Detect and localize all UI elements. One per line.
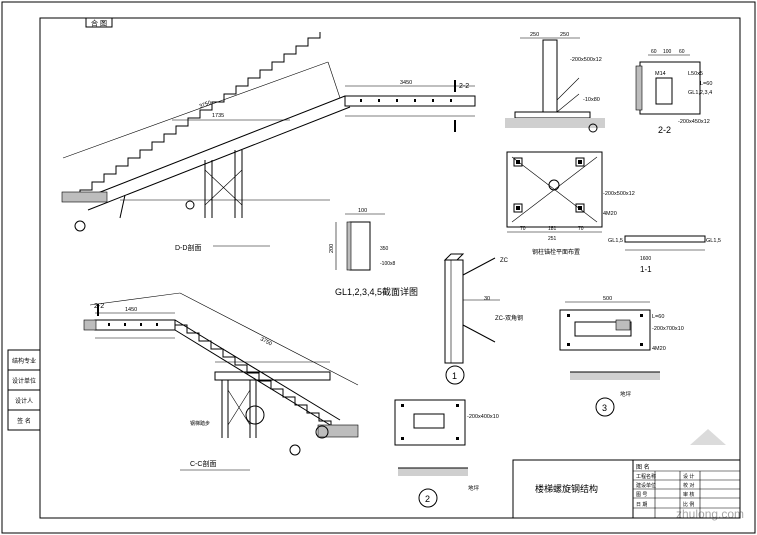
column-base-detail: 250 250 -200x500x12 -10x80 bbox=[505, 32, 605, 133]
left-strip: 结构专业 设计单位 设计人 签 名 bbox=[7, 349, 41, 431]
s22-l-note: L=60 bbox=[700, 81, 712, 87]
header-tab-label: 合 图 bbox=[91, 19, 107, 28]
section-2-2: 60 100 60 M14 L50x5 L=60 GL1,2,3,4 -200x… bbox=[635, 49, 712, 135]
detail-3: 500 L=60 -200x700x10 4M20 3 地坪 bbox=[559, 296, 684, 417]
watermark-text: zhulong.com bbox=[676, 507, 744, 521]
section-1-1: 1600 GL1,5 GL1,5 1-1 bbox=[608, 235, 721, 274]
header-tab: 合 图 bbox=[85, 17, 113, 28]
s11-gl-left: GL1,5 bbox=[608, 238, 623, 244]
s22-m14: M14 bbox=[655, 71, 666, 77]
anchor-view-label: 钢柱锚栓平面布置 bbox=[532, 248, 580, 256]
d2-plate-note: -200x400x10 bbox=[467, 414, 499, 420]
anc-plate-note: -200x500x12 bbox=[603, 191, 635, 197]
s22-l50: L50x5 bbox=[688, 71, 703, 77]
s22-dim-b: 100 bbox=[663, 49, 672, 55]
detail-2: -200x400x10 地坪 2 bbox=[394, 399, 499, 508]
gl-dim-100: 100 bbox=[358, 208, 367, 214]
anc-dim-b: 181 bbox=[548, 226, 557, 232]
tb-r2: 建设单位 bbox=[636, 482, 656, 489]
col-dim-a: 250 bbox=[530, 32, 539, 38]
d3-l-note: L=60 bbox=[652, 314, 664, 320]
d3-ground: 地坪 bbox=[620, 390, 632, 398]
d3-plate-note: -200x700x10 bbox=[652, 326, 684, 332]
anchor-plan: 70 181 70 251 -200x500x12 4M20 钢柱锚栓平面布置 bbox=[506, 151, 635, 256]
zc-label-a: ZC bbox=[500, 258, 509, 264]
s22-plate: -200x450x12 bbox=[678, 119, 710, 125]
title-block: 楼梯螺旋钢结构 图 名 工程名称 建设单位 图 号 日 期 设 计 校 对 审 … bbox=[512, 459, 741, 519]
dd-top-dim: 3450 bbox=[400, 80, 412, 86]
col-note-1: -200x500x12 bbox=[570, 57, 602, 63]
dd-section: 3750 3450 2-2 1735 bbox=[61, 32, 476, 252]
d3-bolt-note: 4M20 bbox=[652, 346, 666, 352]
s22-dim-c: 60 bbox=[679, 49, 685, 55]
cc-view-label: C-C剖面 bbox=[190, 459, 216, 468]
cc-top-dim: 1450 bbox=[125, 307, 137, 313]
dd-section-mark-top: 2-2 bbox=[459, 83, 469, 90]
anc-dim-a: 70 bbox=[520, 226, 526, 232]
gl-dim-200: 200 bbox=[329, 244, 335, 253]
detail-1-num: 1 bbox=[452, 371, 457, 381]
strip-item-2: 设计人 bbox=[15, 397, 33, 405]
cc-section-mark: 2-2 bbox=[94, 303, 104, 310]
anc-bolt-note: 4M20 bbox=[603, 211, 617, 217]
s11-gl: GL1,5 bbox=[706, 238, 721, 244]
inner-frame bbox=[39, 17, 741, 519]
anc-dim-c: 70 bbox=[578, 226, 584, 232]
tb-r0: 图 名 bbox=[636, 463, 650, 471]
gl-plate-note: -100x8 bbox=[380, 261, 396, 267]
watermark: zhulong.com bbox=[676, 429, 744, 521]
gl-view-label: GL1,2,3,4,5截面详图 bbox=[335, 286, 418, 297]
strip-item-1: 设计单位 bbox=[12, 377, 36, 385]
detail-3-num: 3 bbox=[602, 403, 607, 413]
tb-r1: 工程名称 bbox=[636, 473, 656, 480]
s22-dim-a: 60 bbox=[651, 49, 657, 55]
strip-item-3: 签 名 bbox=[17, 417, 31, 425]
cc-slope-dim: 3750 bbox=[259, 336, 273, 347]
s22-view-label: 2-2 bbox=[658, 125, 671, 135]
d3-dim-500: 500 bbox=[603, 296, 612, 302]
zc-dim-30: 30 bbox=[484, 296, 490, 302]
detail-1: ZC ZC-双角钢 30 1 bbox=[443, 253, 523, 385]
d2-ground: 地坪 bbox=[468, 484, 480, 492]
s22-gl: GL1,2,3,4 bbox=[688, 90, 712, 96]
s11-dim: 1600 bbox=[640, 256, 651, 262]
tb-c2: 校 对 bbox=[683, 482, 694, 489]
gl-section: 100 200 350 -100x8 GL1,2,3,4,5截面详图 bbox=[329, 208, 418, 297]
tb-r3: 图 号 bbox=[636, 492, 647, 498]
dd-slope-dim: 3750 bbox=[199, 100, 213, 110]
tb-r4: 日 期 bbox=[636, 502, 647, 508]
col-dim-b: 250 bbox=[560, 32, 569, 38]
dd-view-label: D-D剖面 bbox=[175, 243, 201, 252]
tb-c3: 审 核 bbox=[683, 491, 694, 498]
zc-label-b: ZC-双角钢 bbox=[495, 314, 523, 322]
gl-dim-350: 350 bbox=[380, 246, 389, 252]
tb-c4: 比 例 bbox=[683, 501, 694, 508]
col-note-2: -10x80 bbox=[583, 97, 600, 103]
tb-c1: 设 计 bbox=[683, 473, 694, 480]
detail-2-num: 2 bbox=[425, 494, 430, 504]
s11-view-label: 1-1 bbox=[640, 265, 652, 274]
cc-step-note: 钢梯踏步 bbox=[190, 420, 210, 427]
anc-dim-total: 251 bbox=[548, 236, 557, 242]
strip-item-0: 结构专业 bbox=[12, 357, 36, 365]
drawing-title: 楼梯螺旋钢结构 bbox=[535, 483, 598, 494]
cc-section: 3750 1450 2-2 钢梯踏步 C-C剖面 bbox=[83, 292, 359, 471]
dd-dim-1735: 1735 bbox=[212, 113, 224, 119]
